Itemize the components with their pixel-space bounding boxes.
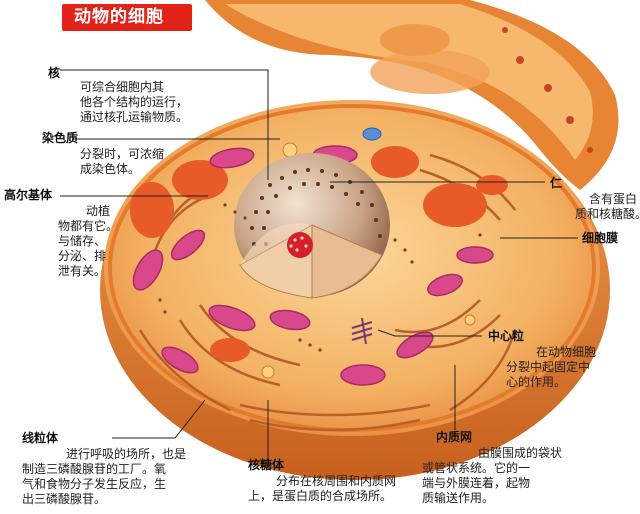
label-ribosome: 核糖体 xyxy=(248,458,285,472)
label-chromatin: 染色质 xyxy=(42,131,79,145)
desc-golgi: 动植 物都有它。 与储存、 分泌、排 泄有关。 xyxy=(58,204,119,278)
desc-nucleus: 可综合细胞内其 他各个结构的运行， 通过核孔运输物质。 xyxy=(80,80,189,124)
label-mitochondria: 线粒体 xyxy=(22,431,59,445)
label-centriole: 中心粒 xyxy=(488,329,525,343)
cell-lid xyxy=(205,0,619,190)
ribosome xyxy=(158,203,482,352)
desc-centriole: 在动物细胞 分裂中起固定中 心的作用。 xyxy=(506,345,597,389)
page-title: 动物的细胞 xyxy=(62,4,192,31)
leader-lines xyxy=(60,69,578,460)
desc-nucleolus: 含有蛋白 质和核糖酸。 xyxy=(575,192,640,221)
nucleolus xyxy=(287,232,313,258)
vesicle xyxy=(261,127,476,379)
desc-er: 由膜围成的袋状 或管状系统。它的一 端与外膜连着，起物 质输送作用。 xyxy=(422,446,563,505)
desc-chromatin: 分裂时，可浓缩 成染色体。 xyxy=(80,147,165,176)
desc-mitochondria: 进行呼吸的场所，也是 制造三磷酸腺苷的工厂。氧 气和食物分子发生反应，生 出三磷… xyxy=(22,447,187,506)
label-er: 内质网 xyxy=(436,430,473,444)
label-golgi: 高尔基体 xyxy=(4,188,53,202)
nucleus xyxy=(234,153,390,299)
label-cell-membrane: 细胞膜 xyxy=(582,231,619,245)
label-nucleus: 核 xyxy=(48,66,61,80)
desc-ribosome: 分布在核周围和内质网 上，是蛋白质的合成场所。 xyxy=(248,474,397,503)
label-nucleolus: 仁 xyxy=(550,176,563,190)
mitochondria xyxy=(132,145,494,386)
centriole xyxy=(351,317,373,345)
